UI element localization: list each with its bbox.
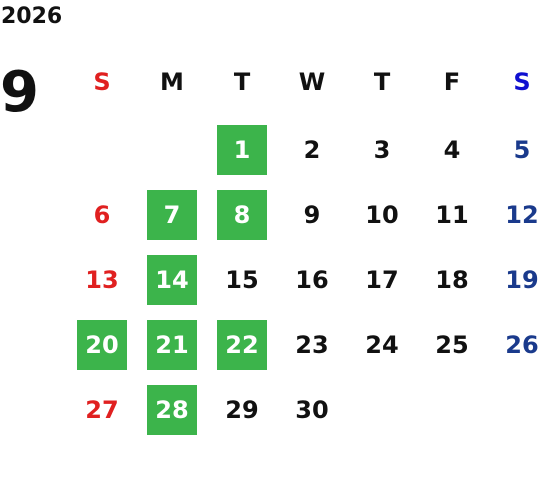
day-cell-25: 25	[435, 331, 469, 359]
day-cell-22: 22	[217, 320, 267, 370]
weekday-wednesday: W	[298, 68, 326, 96]
day-cell-21: 21	[147, 320, 197, 370]
weekday-friday: F	[443, 68, 461, 96]
weekday-thursday: T	[373, 68, 391, 96]
day-cell-10: 10	[365, 201, 399, 229]
day-cell-26: 26	[505, 331, 539, 359]
day-cell-4: 4	[443, 136, 461, 164]
weekday-tuesday: T	[233, 68, 251, 96]
day-cell-6: 6	[93, 201, 111, 229]
day-cell-23: 23	[295, 331, 329, 359]
day-cell-8: 8	[217, 190, 267, 240]
day-cell-1: 1	[217, 125, 267, 175]
day-cell-12: 12	[505, 201, 539, 229]
day-cell-29: 29	[225, 396, 259, 424]
day-cell-9: 9	[303, 201, 321, 229]
day-cell-5: 5	[513, 136, 531, 164]
day-cell-7: 7	[147, 190, 197, 240]
day-cell-2: 2	[303, 136, 321, 164]
day-cell-17: 17	[365, 266, 399, 294]
day-cell-16: 16	[295, 266, 329, 294]
day-cell-13: 13	[85, 266, 119, 294]
day-cell-14: 14	[147, 255, 197, 305]
day-cell-3: 3	[373, 136, 391, 164]
day-cell-24: 24	[365, 331, 399, 359]
day-cell-19: 19	[505, 266, 539, 294]
day-cell-27: 27	[85, 396, 119, 424]
day-cell-15: 15	[225, 266, 259, 294]
day-cell-30: 30	[295, 396, 329, 424]
weekday-saturday: S	[513, 68, 531, 96]
weekday-sunday: S	[93, 68, 111, 96]
weekday-monday: M	[160, 68, 184, 96]
year-label: 2026	[1, 4, 63, 29]
day-cell-20: 20	[77, 320, 127, 370]
month-label: 9	[0, 60, 39, 125]
day-cell-18: 18	[435, 266, 469, 294]
day-cell-28: 28	[147, 385, 197, 435]
day-cell-11: 11	[435, 201, 469, 229]
